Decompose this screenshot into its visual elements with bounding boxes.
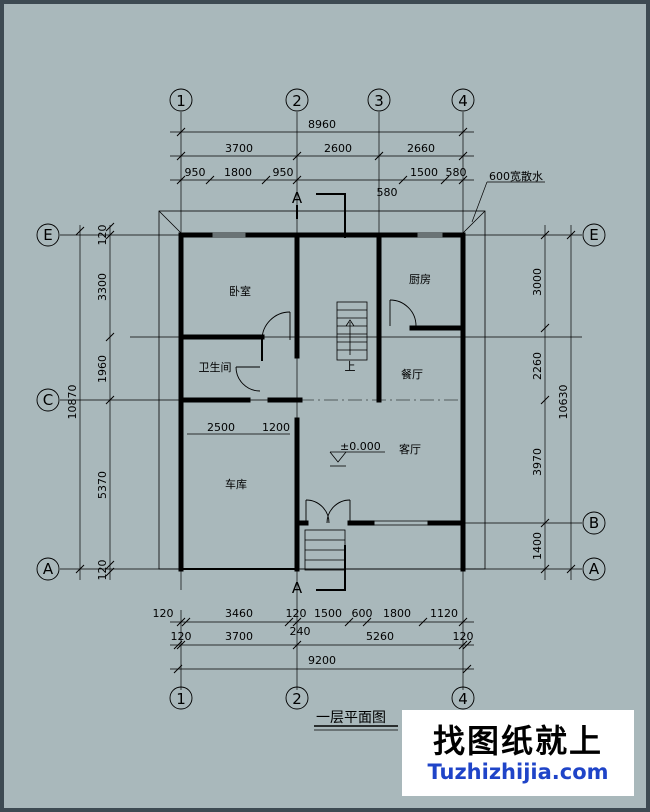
watermark-box: 找图纸就上 Tuzhizhijia.com: [402, 710, 634, 796]
axis-grid-lines: [60, 112, 582, 690]
axis-bottom-1: 1: [176, 690, 186, 708]
dim-right-total: 10630: [557, 385, 570, 420]
dim-top-580b: 580: [377, 186, 398, 199]
dim-top-950a: 950: [185, 166, 206, 179]
axis-bottom-2: 2: [292, 690, 302, 708]
dimension-lines: [79, 131, 572, 670]
dim-bot-120b: 120: [286, 607, 307, 620]
dims-right-text: 3000 2260 3970 1400 10630: [531, 268, 570, 560]
dims-left-text: 120 3300 1960 5370 120 10870: [66, 225, 109, 581]
stair-up-label: 上: [345, 360, 356, 373]
dim-right-3970: 3970: [531, 448, 544, 476]
dim-bot-120c: 120: [171, 630, 192, 643]
room-dining: 餐厅: [401, 367, 423, 381]
watermark-url: Tuzhizhijia.com: [427, 760, 609, 784]
room-garage: 车库: [225, 477, 247, 491]
axis-top-3: 3: [374, 92, 384, 110]
dim-bot-3460: 3460: [225, 607, 253, 620]
axis-top-2: 2: [292, 92, 302, 110]
dim-bot-5260: 5260: [366, 630, 394, 643]
dims-bottom-text: 120 3460 120 1500 600 1800 1120 240 120 …: [153, 607, 474, 667]
axis-labels: 1 2 3 4 1 2 4 E C A E B A: [43, 92, 600, 708]
axis-bottom-4: 4: [458, 690, 468, 708]
elevation-label: ±0.000: [340, 440, 381, 453]
axis-bubbles: [36, 88, 606, 710]
dim-left-1960: 1960: [96, 355, 109, 383]
dim-garage-1200: 1200: [262, 421, 290, 434]
dim-bot-120a: 120: [153, 607, 174, 620]
dim-right-3000: 3000: [531, 268, 544, 296]
dim-bot-240: 240: [290, 625, 311, 638]
axis-left-e: E: [43, 226, 52, 244]
dim-bot-600: 600: [352, 607, 373, 620]
dim-left-total: 10870: [66, 385, 79, 420]
drawing-title: 一层平面图: [316, 710, 386, 726]
room-kitchen: 厨房: [409, 273, 431, 286]
dim-top-2660: 2660: [407, 142, 435, 155]
dim-top-950b: 950: [273, 166, 294, 179]
axis-right-a: A: [589, 560, 600, 578]
apron-outline: [158, 210, 486, 570]
dim-bot-120d: 120: [453, 630, 474, 643]
axis-right-b: B: [589, 514, 599, 532]
dimension-ticks: [75, 127, 576, 674]
walls: [178, 232, 466, 572]
dims-top-text: 8960 3700 2600 2660 950 1800 950 1500 58…: [185, 118, 467, 199]
dim-bot-total: 9200: [308, 654, 336, 667]
dim-top-580a: 580: [446, 166, 467, 179]
dim-left-120b: 120: [96, 560, 109, 581]
room-living: 客厅: [399, 442, 421, 456]
dim-top-3700: 3700: [225, 142, 253, 155]
dim-bot-1120: 1120: [430, 607, 458, 620]
dim-left-3300: 3300: [96, 273, 109, 301]
dim-bot-1500: 1500: [314, 607, 342, 620]
dim-garage-2500: 2500: [207, 421, 235, 434]
dim-top-total: 8960: [308, 118, 336, 131]
dim-top-1800: 1800: [224, 166, 252, 179]
apron-note: 600宽散水: [489, 169, 543, 183]
windows: [210, 232, 445, 526]
section-cut: [296, 193, 462, 591]
dim-left-5370: 5370: [96, 471, 109, 499]
elevation-marker: [329, 451, 385, 467]
apron-leader: [471, 181, 488, 223]
axis-left-a: A: [43, 560, 54, 578]
section-mark-bottom: A: [292, 579, 303, 597]
dim-top-2600: 2600: [324, 142, 352, 155]
room-labels: 卧室 厨房 卫生间 餐厅 客厅 车库 上: [199, 273, 432, 491]
watermark-chinese: 找图纸就上: [432, 722, 603, 760]
axis-top-4: 4: [458, 92, 468, 110]
axis-top-1: 1: [176, 92, 186, 110]
axis-left-c: C: [43, 391, 53, 409]
axis-right-e: E: [589, 226, 598, 244]
section-mark-top: A: [292, 189, 303, 207]
room-bedroom: 卧室: [229, 284, 251, 298]
doors: [235, 299, 417, 524]
dim-right-1400: 1400: [531, 532, 544, 560]
room-bathroom: 卫生间: [199, 360, 232, 374]
dim-top-1500: 1500: [410, 166, 438, 179]
dim-bot-3700: 3700: [225, 630, 253, 643]
dim-left-120a: 120: [96, 225, 109, 246]
dim-bot-1800: 1800: [383, 607, 411, 620]
staircase: [304, 301, 368, 571]
dim-right-2260: 2260: [531, 352, 544, 380]
